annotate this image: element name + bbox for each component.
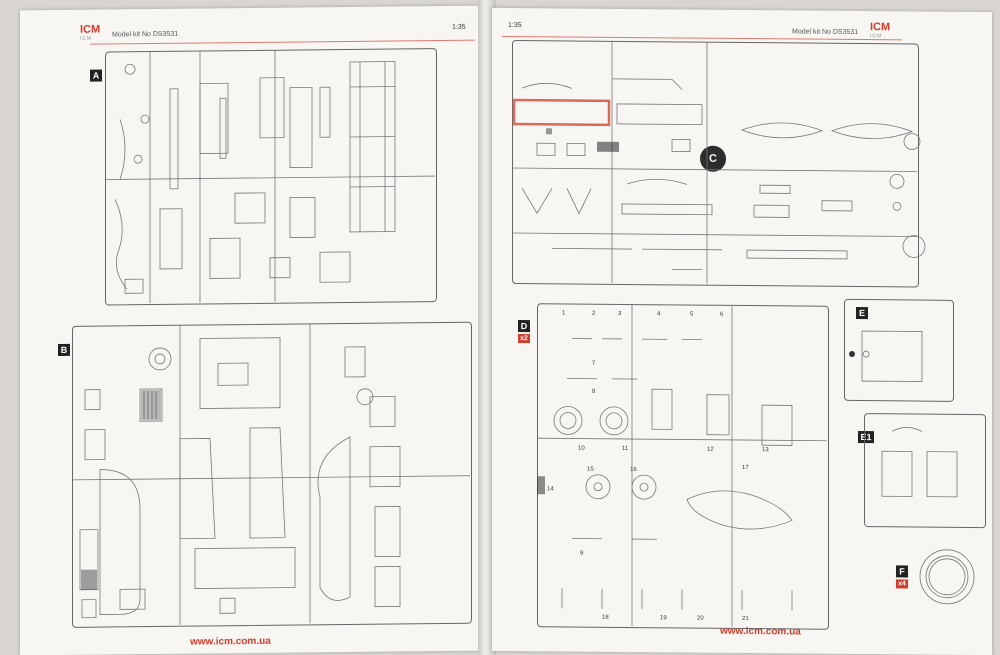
part-number-11: 11: [622, 445, 629, 453]
part-number-10: 10: [578, 445, 585, 452]
sprue-ab-parts-drawing: [72, 49, 470, 625]
book-gutter: [478, 0, 496, 655]
part-number-12: 12: [707, 446, 714, 453]
part-number-1: 1: [562, 310, 566, 317]
part-number-6: 6: [720, 311, 724, 318]
sprue-cdef-parts-drawing: [512, 40, 975, 627]
part-number-21: 21: [742, 616, 749, 623]
part-number-5: 5: [690, 311, 694, 318]
part-number-7: 7: [592, 360, 596, 367]
part-number-9: 9: [580, 550, 584, 557]
part-number-8: 8: [592, 388, 596, 395]
part-number-2: 2: [592, 310, 596, 317]
part-number-14: 14: [547, 486, 554, 493]
footer-url-right[interactable]: www.icm.com.ua: [720, 625, 801, 638]
part-number-18: 18: [602, 614, 609, 621]
part-number-3: 3: [618, 310, 622, 317]
part-number-17: 17: [742, 465, 749, 472]
part-number-15: 15: [587, 466, 594, 473]
part-number-13: 13: [762, 447, 769, 454]
part-number-20: 20: [697, 615, 704, 622]
part-number-16: 16: [630, 467, 637, 474]
left-page: ICM IСМ Model kit No DS3531 1:35 A B: [20, 5, 482, 655]
footer-url[interactable]: www.icm.com.ua: [190, 635, 271, 648]
part-number-4: 4: [657, 311, 661, 318]
part-number-19: 19: [660, 615, 667, 622]
right-page: 1:35 Model kit No DS3531 ICM IСМ C D x2 …: [492, 7, 992, 655]
